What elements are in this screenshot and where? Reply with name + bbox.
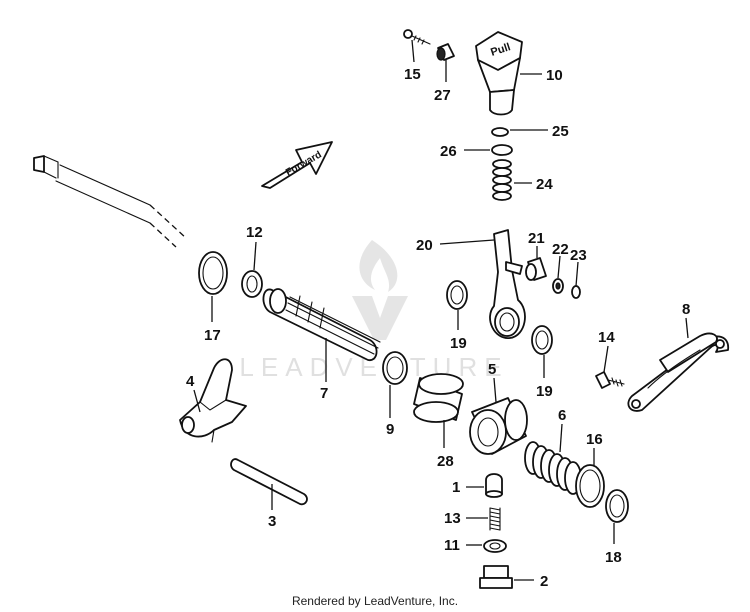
part-19b-ring: 19: [531, 325, 553, 400]
callout-3: 3: [268, 513, 276, 530]
part-7-shaft: 7: [262, 288, 381, 402]
part-18-ring: 18: [605, 489, 629, 566]
part-24-spring: 24: [492, 159, 553, 201]
callout-16: 16: [586, 431, 603, 448]
callout-8: 8: [682, 301, 690, 318]
callout-21: 21: [528, 230, 545, 247]
part-11-washer: 11: [444, 537, 507, 554]
callout-6: 6: [558, 407, 566, 424]
part-2-plug: 2: [479, 565, 548, 590]
callout-10: 10: [546, 67, 563, 84]
part-26-washer: 26: [440, 143, 513, 160]
part-23-clip: 23: [570, 247, 587, 299]
callout-2: 2: [540, 573, 548, 590]
part-17-ring: 17: [198, 251, 228, 344]
callout-7: 7: [320, 385, 328, 402]
part-8-plate: 8: [627, 301, 729, 412]
callout-26: 26: [440, 143, 457, 160]
callout-18: 18: [605, 549, 622, 566]
callout-11: 11: [444, 537, 460, 554]
callout-12: 12: [246, 224, 263, 241]
callout-17: 17: [204, 327, 221, 344]
callout-25: 25: [552, 123, 569, 140]
callout-1: 1: [452, 479, 460, 496]
part-20-lever: 20: [416, 229, 526, 339]
callout-28: 28: [437, 453, 454, 470]
part-22-washer: 22: [552, 241, 569, 294]
callout-13: 13: [444, 510, 461, 527]
part-4-fork: 4: [179, 358, 247, 443]
forward-arrow: Forward: [261, 141, 333, 189]
callout-19a: 19: [450, 335, 467, 352]
part-27-bushing: 27: [434, 43, 455, 104]
part-5-collar: 5: [469, 361, 528, 455]
callout-4: 4: [186, 373, 195, 390]
part-15-screw: 15: [403, 29, 431, 83]
part-12-ring: 12: [241, 224, 263, 298]
knob-label: Pull: [489, 41, 512, 59]
callout-24: 24: [536, 176, 553, 193]
callout-15: 15: [404, 66, 421, 83]
part-3-pin: 3: [230, 458, 308, 530]
part-16-washer: 16: [575, 431, 605, 508]
callout-9: 9: [386, 421, 394, 438]
shaft-long: [33, 155, 187, 248]
callout-5: 5: [488, 361, 496, 378]
callout-19b: 19: [536, 383, 553, 400]
part-28-bushing: 28: [413, 373, 464, 470]
v-logo-icon: [352, 296, 408, 340]
part-21-bushing: 21: [525, 230, 547, 281]
part-14-bolt: 14: [595, 329, 625, 389]
part-25-clip: 25: [491, 123, 569, 140]
footer-credit: Rendered by LeadVenture, Inc.: [291, 594, 459, 608]
callout-14: 14: [598, 329, 615, 346]
callout-22: 22: [552, 241, 569, 258]
part-10-knob: Pull 10: [475, 31, 563, 116]
callout-20: 20: [416, 237, 433, 254]
part-19a-ring: 19: [446, 280, 468, 352]
callout-23: 23: [570, 247, 587, 264]
part-6-spring: 6: [524, 407, 582, 495]
part-1-plunger: 1: [452, 473, 503, 498]
callout-27: 27: [434, 87, 451, 104]
flame-logo-icon: [359, 240, 398, 292]
part-9-ring: 9: [382, 351, 408, 438]
part-13-spring: 13: [444, 507, 501, 531]
